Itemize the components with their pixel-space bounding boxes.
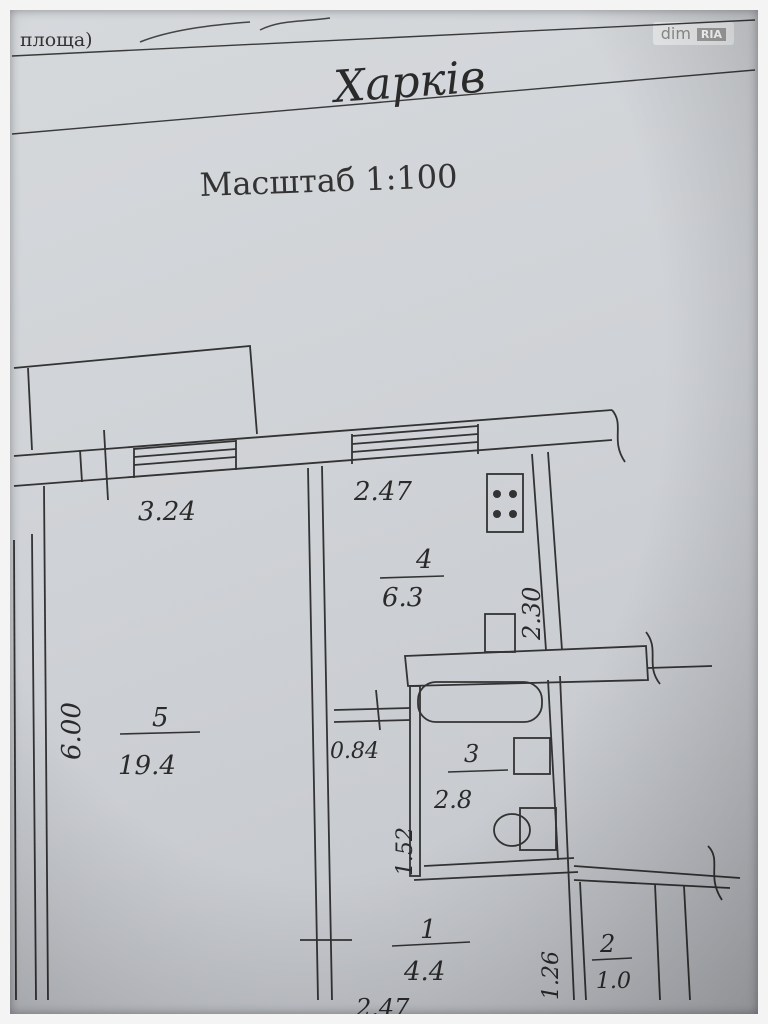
partial-dimension: 2.47 [355,994,410,1022]
room3-bar [447,769,509,773]
window-2-line-b [351,433,479,445]
city-name: Харків [329,52,487,114]
left-wall-mid [31,533,37,1001]
room2-right-wall-b [683,885,691,1001]
outer-wall-top-inner [13,439,613,487]
wall-extension-mid [647,665,713,669]
room2-left-wall [579,881,587,1001]
stove-burners [493,490,517,518]
room1-bar [391,941,471,947]
watermark: dim RIA [652,22,734,45]
room3-number: 3 [464,740,479,768]
header-line-top [11,19,756,57]
window-1-line-a [133,440,237,450]
room4-number: 4 [415,545,433,575]
window-2-line-a [351,425,479,437]
burner-3 [493,510,501,518]
window-2-line-c [351,441,479,453]
dim-kitchen-width: 2.47 [353,477,412,507]
toilet-outline [493,813,531,847]
room5-left-wall [43,485,49,1001]
plan-walls [13,345,741,1001]
hall-partition-bottom [333,719,411,723]
room1-number: 1 [420,915,437,945]
wall-break-bottom [707,845,723,901]
room5-bar [119,731,201,735]
burner-1 [493,490,501,498]
dim-corridor-side: 1.26 [539,951,564,1000]
window-1-line-b [133,448,237,458]
room4-area: 6.3 [382,583,423,613]
lower-wall-outer [573,865,741,879]
wall-break-mid [645,631,661,685]
window-1-line-c [133,456,237,466]
bathroom-left-wall [409,685,421,877]
left-wall-outer [13,539,17,1001]
kitchen-right-wall-b [547,451,563,651]
partition-5-4-left [307,467,319,1001]
toilet-tank [519,807,557,851]
wall-break-top [611,409,626,463]
room4-bar [379,575,445,579]
burner-2 [509,490,517,498]
room2-number: 2 [599,930,615,958]
bathroom-top-wall [404,645,649,687]
dim-room5-length: 6.00 [57,702,87,760]
scale-label: Масштаб 1:100 [199,157,458,204]
handwritten-address-scribble [139,17,331,43]
room2-area: 1.0 [596,969,631,994]
bathtub-outline [417,681,543,723]
outer-wall-top-outer [13,409,613,457]
wall-tick-b [103,429,109,501]
partition-5-4-right [321,465,333,1001]
dim-room5-width: 3.24 [138,497,196,527]
dim-hall-small: 0.84 [330,739,379,764]
wall-tick-a [79,449,83,483]
room2-right-wall [654,883,661,1001]
hall-partition-tick [375,689,381,731]
kitchen-right-wall-a [531,453,547,651]
bathroom-bottom-inner [423,857,575,867]
room-fraction-bars [119,575,633,961]
balcony-outline [13,345,258,435]
watermark-text: dim [660,24,691,43]
lower-wall-inner [573,879,731,889]
header-lines [11,19,756,135]
basin-outline [513,737,551,775]
balcony-side [27,367,33,451]
dim-hall-side: 1.52 [393,827,418,876]
burner-4 [509,510,517,518]
watermark-badge: RIA [696,28,726,41]
dim-kitchen-length: 2.30 [518,587,546,641]
room1-area: 4.4 [403,957,445,987]
header-line-bottom [11,69,756,135]
bathroom-bottom-outer [413,871,579,881]
hall-partition-top [333,707,411,711]
room3-area: 2.8 [433,786,472,814]
bathroom-right-wall-a [559,675,575,1001]
room5-area: 19.4 [118,751,176,781]
stove-outline [486,473,524,533]
room2-bar [591,957,633,961]
room5-number: 5 [152,703,169,733]
sink-outline [484,613,516,653]
area-label: площа) [20,29,93,51]
